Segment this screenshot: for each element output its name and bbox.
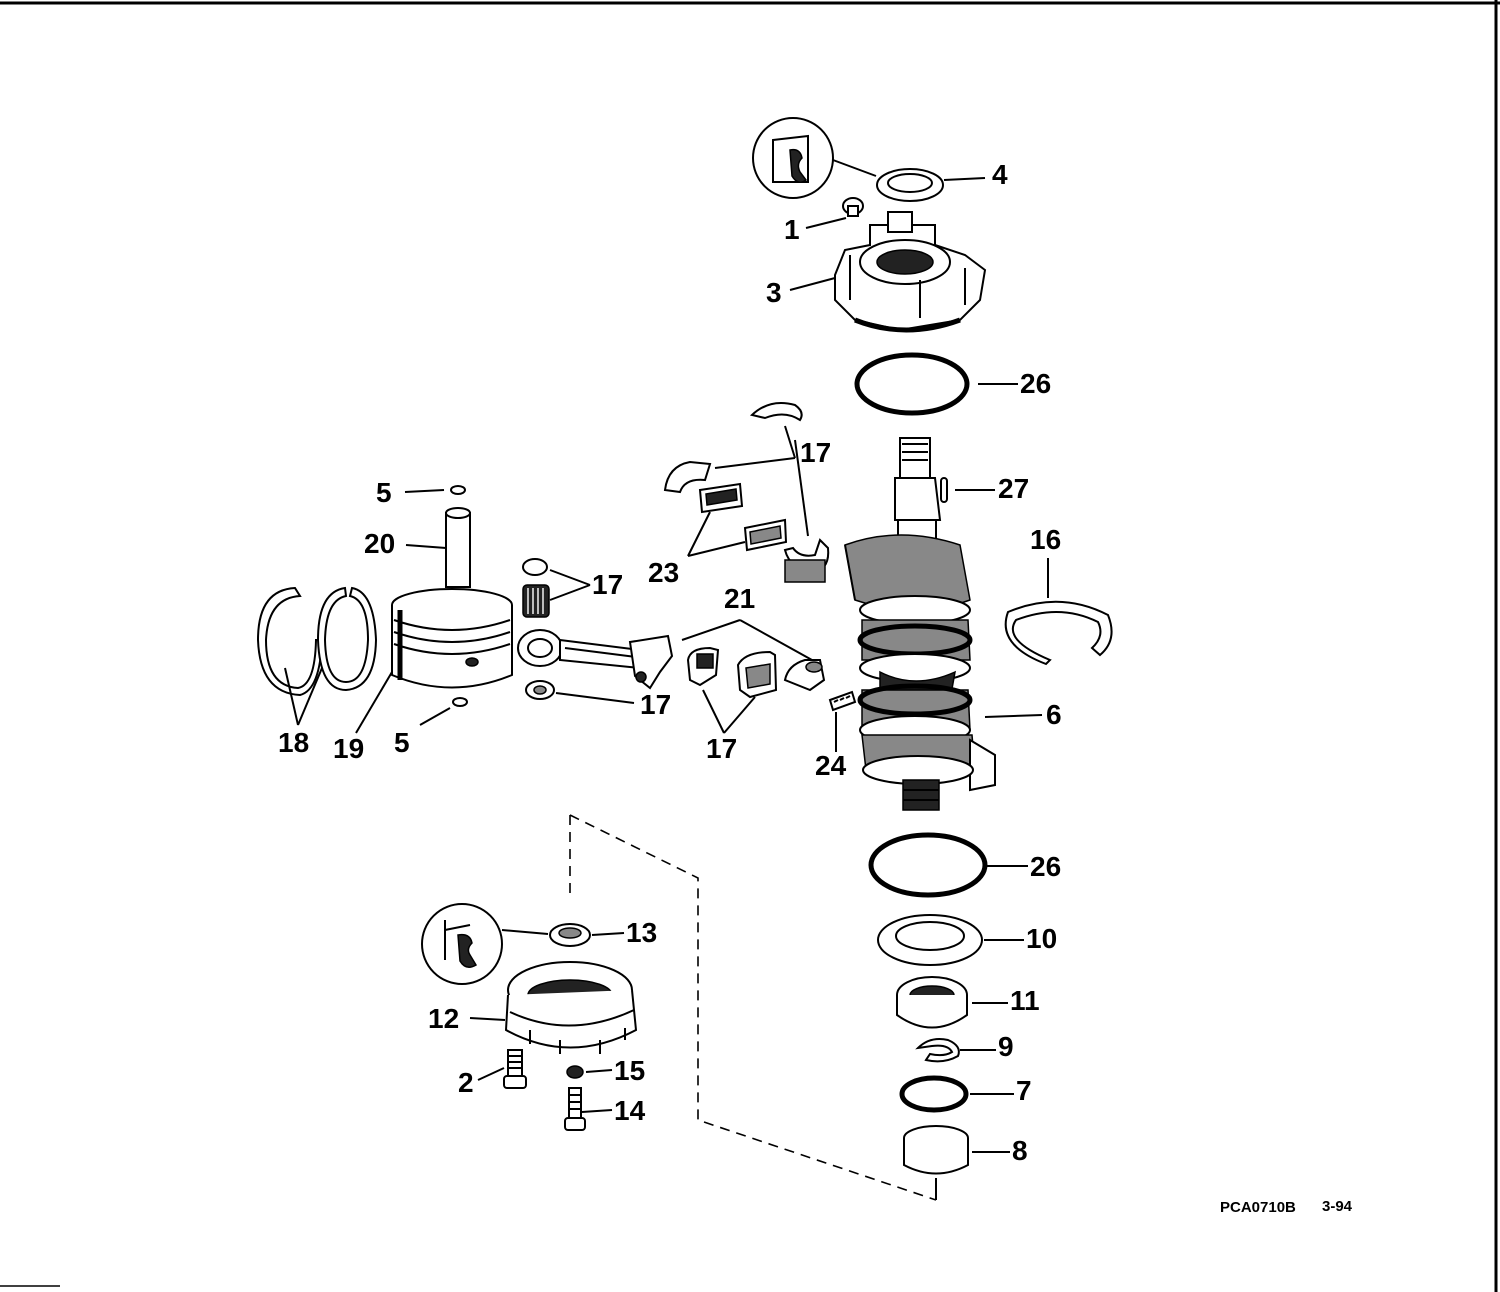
rod-screw-24-shape bbox=[828, 690, 857, 712]
thrust-washer-17-upper-shape bbox=[522, 558, 548, 576]
assembly-dashed-line bbox=[569, 814, 937, 1201]
date-code: 3-94 bbox=[1322, 1198, 1353, 1215]
sleeve-8-shape bbox=[903, 1125, 969, 1175]
connecting-rod-shape bbox=[517, 629, 674, 690]
drawing-code: PCA0710B bbox=[1220, 1199, 1296, 1216]
label-part-3: 3 bbox=[766, 277, 782, 308]
label-part-23: 21 bbox=[724, 583, 755, 614]
label-part-4: 4 bbox=[992, 159, 1008, 190]
nut-15-shape bbox=[566, 1065, 584, 1079]
label-part-2: 2 bbox=[458, 1067, 474, 1098]
label-part-5-upper: 5 bbox=[376, 477, 392, 508]
screw-2-shape bbox=[503, 1049, 527, 1089]
label-part-25: 23 bbox=[648, 557, 679, 588]
bearing-cage-18-left-shape bbox=[663, 460, 712, 494]
label-part-13: 13 bbox=[626, 917, 657, 948]
label-part-7: 7 bbox=[1016, 1075, 1032, 1106]
screw-14-shape bbox=[564, 1087, 586, 1131]
snap-ring-16-shape bbox=[1004, 600, 1113, 666]
label-part-18: 17 bbox=[800, 437, 831, 468]
label-part-1: 1 bbox=[784, 214, 800, 245]
label-part-21: 19 bbox=[333, 733, 364, 764]
crankshaft-6-shape bbox=[844, 437, 996, 811]
label-part-11: 11 bbox=[1010, 985, 1040, 1016]
o-ring-26-lower-shape bbox=[868, 832, 988, 898]
label-part-14: 14 bbox=[614, 1095, 646, 1126]
label-part-17-upper: 17 bbox=[592, 569, 623, 600]
label-part-16: 16 bbox=[1030, 524, 1061, 555]
label-part-15: 15 bbox=[614, 1055, 645, 1086]
needle-bearing-25-shape bbox=[698, 482, 788, 552]
label-part-10: 10 bbox=[1026, 923, 1057, 954]
piston-rings-20-shape bbox=[256, 586, 378, 697]
sealant-applicator-icon bbox=[752, 117, 877, 199]
snap-ring-9-shape bbox=[915, 1038, 960, 1063]
label-part-6: 6 bbox=[1046, 699, 1062, 730]
sealant-applicator-icon bbox=[421, 903, 549, 985]
label-part-8: 8 bbox=[1012, 1135, 1028, 1166]
label-part-26-upper: 26 bbox=[1020, 368, 1051, 399]
seal-13-shape bbox=[549, 923, 591, 947]
label-part-26-lower: 26 bbox=[1030, 851, 1061, 882]
label-part-24: 24 bbox=[815, 750, 847, 781]
dowel-pin-1-shape bbox=[842, 197, 864, 217]
piston-pin-22-shape bbox=[445, 512, 471, 588]
label-part-27: 27 bbox=[998, 473, 1029, 504]
ball-bearing-11-shape bbox=[896, 976, 968, 1029]
seal-4-shape bbox=[876, 168, 944, 202]
label-part-5-lower: 5 bbox=[394, 727, 410, 758]
retaining-ring-18-shape bbox=[749, 402, 803, 422]
label-part-9: 9 bbox=[998, 1031, 1014, 1062]
thrust-plate-10-shape bbox=[877, 914, 983, 966]
o-ring-26-upper-shape bbox=[854, 352, 970, 416]
lower-bearing-housing-12-shape bbox=[504, 961, 638, 1054]
label-part-20: 18 bbox=[278, 727, 309, 758]
key-27-shape bbox=[940, 477, 948, 503]
piston-21-shape bbox=[391, 588, 513, 689]
seal-7-shape bbox=[899, 1075, 969, 1113]
label-part-12: 12 bbox=[428, 1003, 459, 1034]
pin-retainer-5-lower-shape bbox=[452, 697, 468, 707]
upper-bearing-housing-3-shape bbox=[834, 211, 987, 333]
label-part-22: 20 bbox=[364, 528, 395, 559]
pin-retainer-5-upper-shape bbox=[450, 485, 466, 495]
rod-bearing-19-shape bbox=[686, 646, 778, 699]
label-part-17-lower: 17 bbox=[640, 689, 671, 720]
needle-bearing-17-shape bbox=[522, 584, 550, 618]
label-part-19: 17 bbox=[706, 733, 737, 764]
